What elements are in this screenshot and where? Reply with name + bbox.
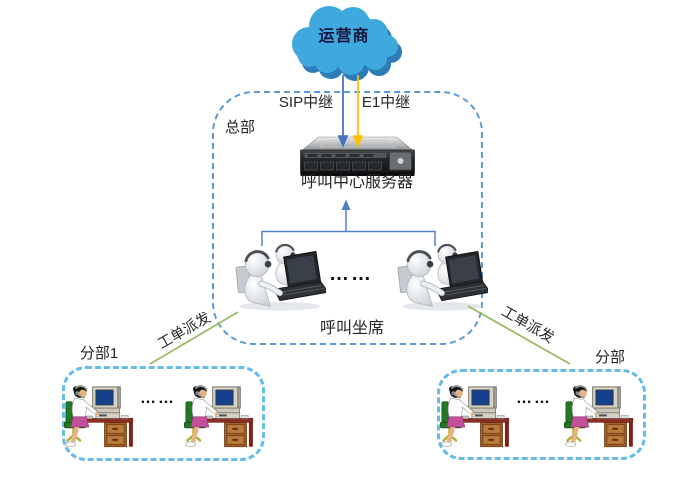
branch-left-box: [62, 366, 265, 461]
branch-left-ellipsis: ……: [140, 390, 176, 407]
branch-right-box: [437, 369, 646, 460]
agent-3d-icon-right: [392, 240, 488, 312]
dispatch-label-left: 工单派发: [155, 309, 214, 353]
carrier-cloud-label: 运营商: [318, 28, 370, 46]
branch-agent-workstation-icon: [438, 374, 512, 458]
branch-agent-workstation-icon: [562, 374, 636, 458]
server-label: 呼叫中心服务器: [300, 174, 414, 192]
branch-left-label: 分部1: [79, 344, 119, 362]
hq-agents-ellipsis: ……: [329, 263, 373, 285]
rack-server-icon: [297, 136, 418, 178]
branch-agent-workstation-icon: [62, 374, 136, 458]
e1-trunk-label: E1中继: [361, 93, 411, 111]
hq-label: 总部: [224, 118, 256, 136]
branch-agent-workstation-icon: [182, 374, 256, 458]
dispatch-label-right: 工单派发: [498, 303, 557, 347]
branch-right-ellipsis: ……: [516, 390, 552, 407]
agent-3d-icon-left: [230, 240, 326, 312]
hq-group-box: [212, 91, 483, 345]
sip-trunk-label: SIP中继: [278, 93, 334, 111]
branch-right-label: 分部: [594, 348, 626, 366]
hq-agents-label: 呼叫坐席: [319, 320, 385, 338]
